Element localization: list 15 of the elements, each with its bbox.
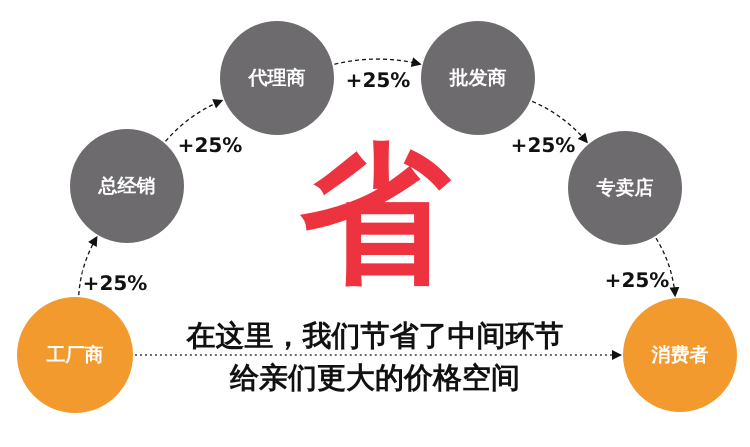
big-character: 省: [300, 140, 450, 290]
arrow: [135, 350, 622, 360]
arrow: [78, 236, 98, 296]
node-label: 消费者: [652, 343, 708, 368]
arrow: [165, 99, 224, 142]
node-label: 工厂商: [46, 343, 104, 368]
arrow: [655, 238, 680, 298]
arrow: [334, 57, 422, 68]
arrow: [532, 100, 588, 144]
node-label: 批发商: [450, 66, 506, 91]
node-label: 专卖店: [596, 176, 654, 201]
slogan-text: 给亲们更大的价格空间: [230, 364, 520, 392]
node-label: 代理商: [248, 66, 306, 91]
slogan-text: 在这里，我们节省了中间环节: [186, 322, 564, 350]
node-label: 总经销: [98, 174, 156, 199]
